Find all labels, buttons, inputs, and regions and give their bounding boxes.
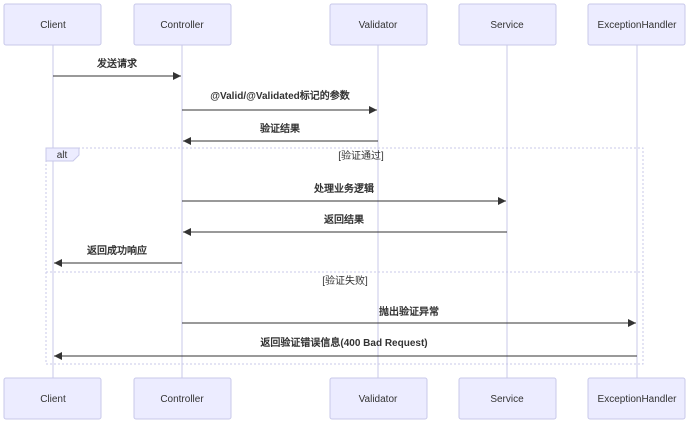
actor-handler-label: ExceptionHandler bbox=[598, 20, 678, 31]
msg-label-7: 抛出验证异常 bbox=[379, 305, 439, 318]
actor-validator-label-bottom: Validator bbox=[359, 394, 398, 405]
msg-label-2: @Valid/@Validated标记的参数 bbox=[210, 89, 351, 102]
actor-client-top: Client bbox=[3, 3, 102, 46]
msg-label-5: 返回结果 bbox=[324, 213, 365, 226]
actor-controller-top: Controller bbox=[133, 3, 232, 46]
actor-service-bottom: Service bbox=[458, 377, 557, 420]
actor-handler-label-bottom: ExceptionHandler bbox=[598, 394, 678, 405]
alt-label: alt bbox=[57, 150, 68, 161]
actor-validator-top: Validator bbox=[329, 3, 428, 46]
actor-handler-bottom: ExceptionHandler bbox=[587, 377, 686, 420]
actor-service-label-bottom: Service bbox=[490, 394, 524, 405]
condition-failure: [验证失败] bbox=[322, 274, 368, 287]
msg-label-1: 发送请求 bbox=[96, 57, 138, 70]
actor-validator-bottom: Validator bbox=[329, 377, 428, 420]
actor-validator-label: Validator bbox=[359, 20, 398, 31]
msg-label-3: 验证结果 bbox=[260, 122, 301, 135]
condition-success: [验证通过] bbox=[338, 149, 384, 162]
msg-label-8: 返回验证错误信息(400 Bad Request) bbox=[260, 336, 427, 349]
alt-label-box bbox=[45, 147, 80, 162]
actor-client-bottom: Client bbox=[3, 377, 102, 420]
actor-client-label: Client bbox=[40, 20, 66, 31]
actor-controller-bottom: Controller bbox=[133, 377, 232, 420]
actor-handler-top: ExceptionHandler bbox=[587, 3, 686, 46]
actor-controller-label-bottom: Controller bbox=[160, 394, 204, 405]
actor-client-label-bottom: Client bbox=[40, 394, 66, 405]
actor-service-top: Service bbox=[458, 3, 557, 46]
alt-frame bbox=[45, 147, 644, 365]
actor-service-label: Service bbox=[490, 20, 524, 31]
msg-label-4: 处理业务逻辑 bbox=[313, 182, 374, 195]
msg-label-6: 返回成功响应 bbox=[87, 244, 147, 257]
actor-controller-label: Controller bbox=[160, 20, 204, 31]
